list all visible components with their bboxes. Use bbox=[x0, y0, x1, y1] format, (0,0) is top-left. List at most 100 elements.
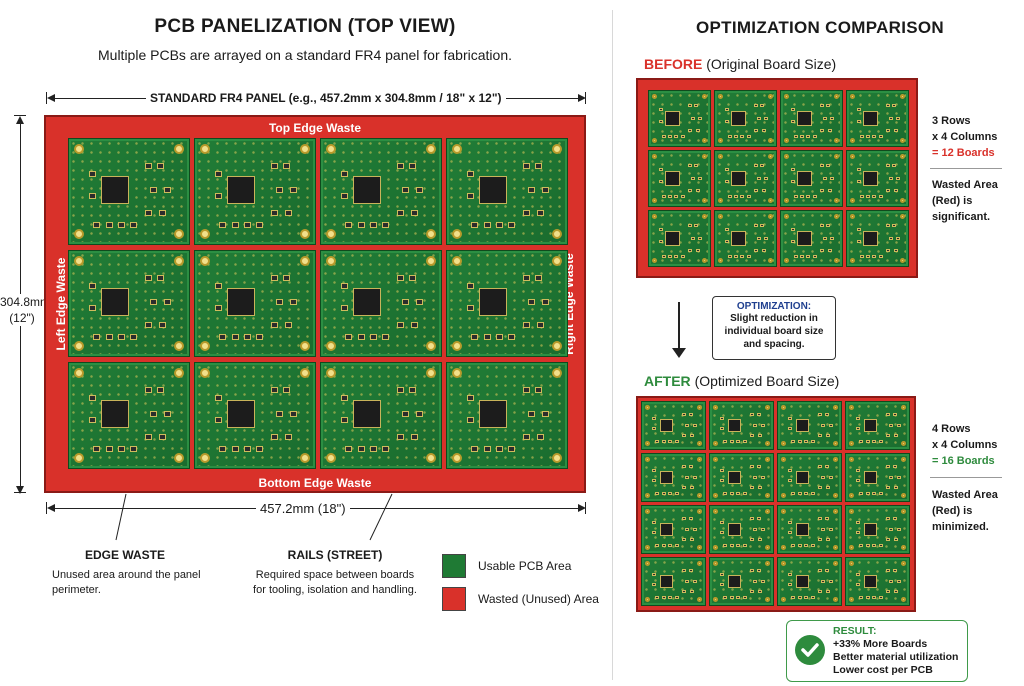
smd-component bbox=[886, 465, 890, 468]
smd-component bbox=[859, 440, 863, 443]
pcb-board bbox=[780, 210, 843, 267]
smd-component bbox=[788, 427, 792, 430]
smd-component bbox=[728, 255, 732, 258]
smd-component bbox=[698, 237, 702, 240]
smd-component bbox=[535, 163, 542, 169]
smd-component bbox=[720, 469, 724, 472]
smd-component bbox=[402, 411, 409, 417]
smd-component bbox=[471, 334, 478, 340]
smd-component bbox=[655, 440, 659, 443]
smd-component bbox=[740, 195, 744, 198]
smd-component bbox=[758, 538, 762, 541]
smd-component bbox=[696, 189, 700, 192]
smd-component bbox=[659, 240, 663, 243]
smd-component bbox=[728, 195, 732, 198]
mounting-hole bbox=[652, 94, 657, 99]
smd-component bbox=[720, 573, 724, 576]
smd-component bbox=[411, 210, 418, 216]
smd-component bbox=[215, 171, 222, 177]
smd-component bbox=[409, 163, 416, 169]
smd-component bbox=[823, 237, 827, 240]
mounting-hole bbox=[326, 341, 336, 351]
after-separator bbox=[930, 477, 1002, 478]
smd-component bbox=[341, 193, 348, 199]
ic-chip bbox=[660, 523, 673, 536]
panelization-subtitle: Multiple PCBs are arrayed on a standard … bbox=[98, 47, 512, 63]
smd-component bbox=[689, 517, 693, 520]
mounting-hole bbox=[900, 258, 905, 263]
ic-chip bbox=[479, 400, 507, 428]
smd-component bbox=[740, 135, 744, 138]
smd-component bbox=[720, 479, 724, 482]
smd-component bbox=[859, 544, 863, 547]
smd-component bbox=[662, 596, 666, 599]
smd-component bbox=[754, 224, 758, 227]
mounting-hole bbox=[781, 441, 786, 446]
smd-component bbox=[791, 240, 795, 243]
smd-component bbox=[662, 255, 666, 258]
smd-component bbox=[668, 135, 672, 138]
smd-component bbox=[830, 117, 834, 120]
smd-component bbox=[872, 440, 876, 443]
smd-component bbox=[825, 569, 829, 572]
mounting-hole bbox=[850, 214, 855, 219]
mounting-hole bbox=[200, 256, 210, 266]
mounting-hole bbox=[765, 561, 770, 566]
smd-component bbox=[750, 538, 754, 541]
smd-component bbox=[886, 486, 890, 489]
mounting-hole bbox=[174, 229, 184, 239]
mounting-hole bbox=[326, 453, 336, 463]
pcb-board bbox=[648, 90, 711, 147]
smd-component bbox=[886, 129, 890, 132]
smd-component bbox=[794, 255, 798, 258]
after-waste-line2: (Red) is bbox=[932, 504, 973, 517]
smd-component bbox=[118, 334, 125, 340]
smd-component bbox=[508, 334, 515, 340]
smd-component bbox=[682, 486, 686, 489]
smd-component bbox=[826, 538, 830, 541]
before-label-rest: (Original Board Size) bbox=[706, 56, 837, 72]
smd-component bbox=[682, 569, 686, 572]
pcb-board bbox=[194, 362, 316, 469]
smd-component bbox=[820, 224, 824, 227]
smd-component bbox=[696, 129, 700, 132]
pcb-board bbox=[194, 250, 316, 357]
smd-component bbox=[341, 417, 348, 423]
before-label: BEFORE (Original Board Size) bbox=[644, 56, 836, 72]
mounting-hole bbox=[834, 94, 839, 99]
smd-component bbox=[145, 163, 152, 169]
before-waste-line1: Wasted Area bbox=[932, 179, 998, 191]
smd-component bbox=[821, 424, 825, 427]
smd-component bbox=[370, 446, 377, 452]
smd-component bbox=[828, 249, 832, 252]
ic-chip bbox=[864, 575, 877, 588]
pcb-board bbox=[68, 138, 190, 245]
smd-component bbox=[150, 187, 157, 193]
pcb-board bbox=[846, 150, 909, 207]
smd-component bbox=[523, 275, 530, 281]
pcb-board bbox=[845, 453, 910, 502]
smd-component bbox=[813, 255, 817, 258]
smd-component bbox=[652, 479, 656, 482]
mounting-hole bbox=[901, 545, 906, 550]
top-edge-waste-label: Top Edge Waste bbox=[268, 121, 361, 135]
optimization-box: OPTIMIZATION: Slight reduction in indivi… bbox=[712, 296, 836, 360]
before-rows: 3 Rows bbox=[932, 115, 971, 127]
pcb-board bbox=[714, 150, 777, 207]
smd-component bbox=[856, 417, 860, 420]
smd-component bbox=[761, 580, 765, 583]
pcb-board bbox=[641, 505, 706, 554]
smd-component bbox=[698, 177, 702, 180]
smd-component bbox=[866, 544, 870, 547]
pcb-board bbox=[641, 453, 706, 502]
smd-component bbox=[397, 387, 404, 393]
smd-component bbox=[889, 476, 893, 479]
smd-component bbox=[341, 171, 348, 177]
smd-component bbox=[889, 580, 893, 583]
smd-component bbox=[879, 135, 883, 138]
pcb-board bbox=[320, 250, 442, 357]
smd-component bbox=[856, 583, 860, 586]
smd-component bbox=[897, 424, 901, 427]
rails-title: RAILS (STREET) bbox=[287, 548, 383, 562]
smd-component bbox=[762, 249, 766, 252]
